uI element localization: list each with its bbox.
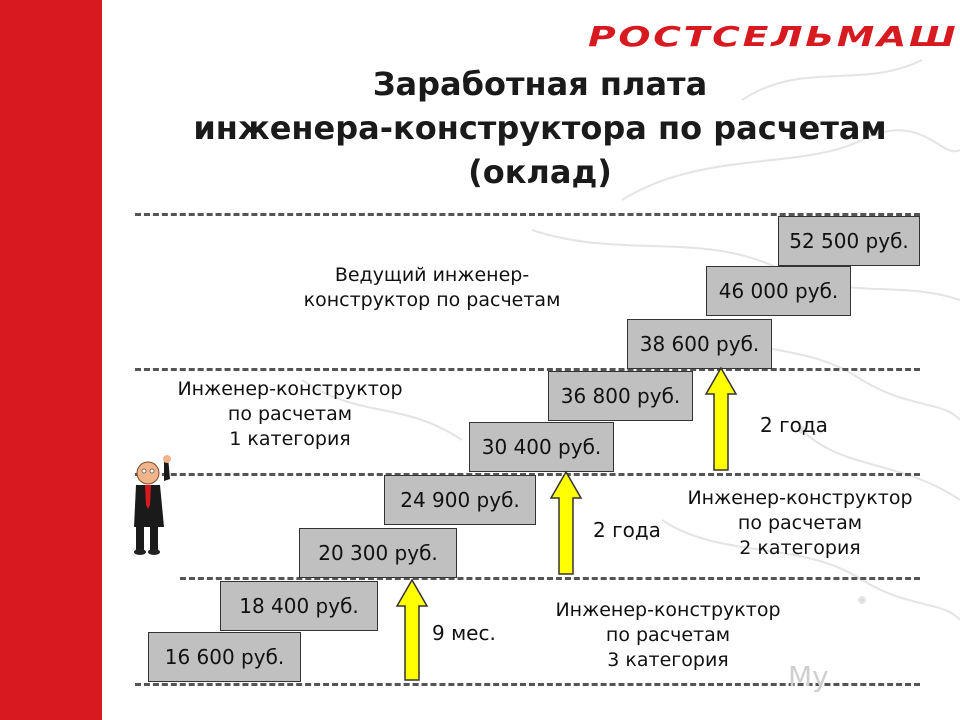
divider-line	[135, 473, 920, 476]
page-title: Заработная плата инженера-конструктора п…	[193, 65, 887, 191]
category-lead-label: Ведущий инженер- конструктор по расчетам	[303, 264, 561, 311]
up-arrow-icon	[549, 470, 583, 575]
category-1-label: Инженер-конструктор по расчетам 1 катего…	[177, 378, 403, 450]
salary-step: 24 900 руб.	[384, 475, 536, 525]
divider-line	[180, 577, 920, 580]
salary-step: 30 400 руб.	[469, 422, 614, 472]
divider-line	[135, 683, 920, 686]
brand-logo: РОСТСЕЛЬМАШ	[588, 20, 959, 53]
category-2-label: Инженер-конструктор по расчетам 2 катего…	[687, 487, 913, 559]
salary-step: 38 600 руб.	[627, 319, 772, 369]
left-red-bar	[0, 0, 102, 720]
salary-step: 36 800 руб.	[548, 371, 693, 421]
salary-step: 20 300 руб.	[299, 528, 457, 578]
salary-step: 52 500 руб.	[778, 216, 920, 266]
businessman-icon	[134, 455, 171, 555]
duration-label: 9 мес.	[432, 621, 496, 645]
up-arrow-icon	[704, 366, 738, 471]
duration-label: 2 года	[760, 413, 828, 437]
salary-step: 18 400 руб.	[220, 581, 378, 631]
up-arrow-icon	[395, 578, 429, 681]
divider-line	[135, 368, 920, 371]
salary-step: 16 600 руб.	[148, 632, 301, 682]
divider-line	[135, 213, 920, 216]
duration-label: 2 года	[593, 518, 661, 542]
watermark: My	[788, 660, 829, 693]
category-3-label: Инженер-конструктор по расчетам 3 катего…	[555, 599, 781, 671]
salary-step: 46 000 руб.	[706, 266, 851, 316]
